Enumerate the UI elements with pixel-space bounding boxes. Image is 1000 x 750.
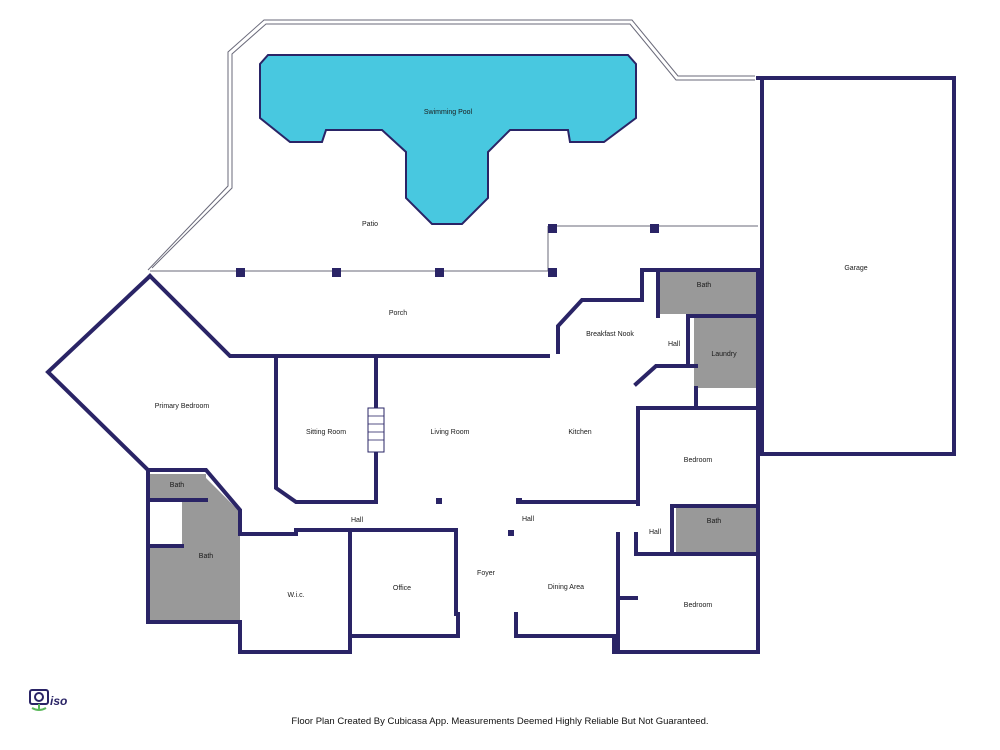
label-hall-right: Hall [649, 529, 662, 536]
camera-pin-icon: iso [28, 684, 74, 714]
wet-rooms [150, 270, 756, 620]
label-wic: W.i.c. [287, 592, 304, 599]
label-breakfast-nook: Breakfast Nook [586, 331, 634, 338]
label-garage: Garage [844, 265, 867, 272]
exterior-walls [45, 268, 760, 654]
label-bedroom-1: Bedroom [684, 457, 713, 464]
patio-outline [147, 19, 758, 272]
label-hall-small: Hall [668, 341, 681, 348]
posts [236, 224, 659, 277]
swimming-pool [259, 54, 637, 225]
hall-posts [436, 498, 522, 536]
garage-walls [756, 76, 956, 456]
label-laundry: Laundry [711, 351, 737, 358]
label-office: Office [393, 585, 411, 592]
label-bath-left: Bath [199, 553, 214, 560]
label-patio: Patio [362, 221, 378, 228]
logo-text: iso [50, 694, 67, 708]
room-labels: Swimming Pool Patio Garage Porch Bath Br… [155, 109, 868, 609]
label-hall-center: Hall [522, 516, 535, 523]
label-foyer: Foyer [477, 570, 496, 577]
label-primary-bedroom: Primary Bedroom [155, 403, 210, 410]
label-kitchen: Kitchen [568, 429, 591, 436]
label-sitting-room: Sitting Room [306, 429, 346, 436]
label-bath-right: Bath [707, 518, 722, 525]
label-hall-left: Hall [351, 517, 364, 524]
label-bath-top: Bath [697, 282, 712, 289]
label-living-room: Living Room [431, 429, 470, 436]
label-bedroom-2: Bedroom [684, 602, 713, 609]
footer-disclaimer: Floor Plan Created By Cubicasa App. Meas… [291, 716, 709, 727]
label-dining-area: Dining Area [548, 584, 584, 591]
label-swimming-pool: Swimming Pool [424, 109, 473, 116]
fireplace [367, 407, 385, 453]
interior-walls [146, 268, 760, 654]
label-bath-left-small: Bath [170, 482, 185, 489]
label-porch: Porch [389, 310, 407, 317]
